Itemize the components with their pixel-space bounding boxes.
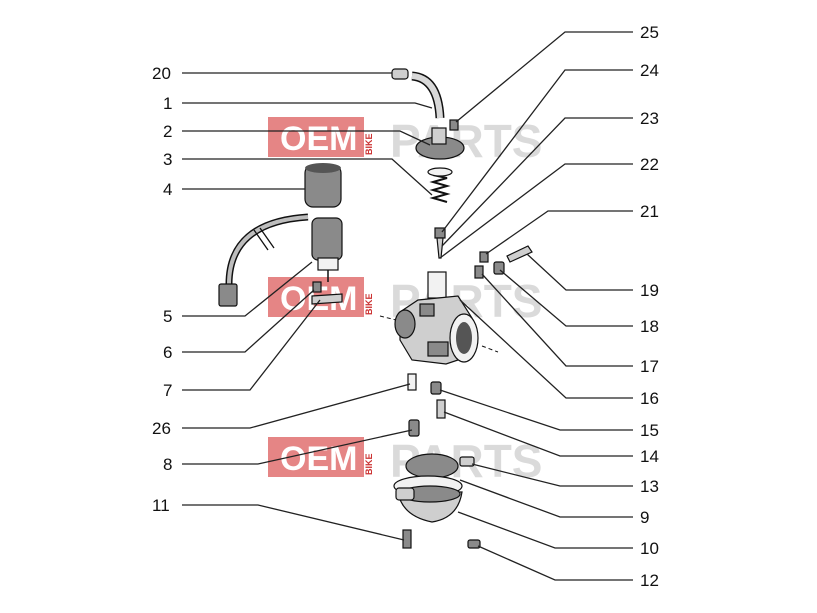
callout-22: 22	[640, 155, 659, 174]
part-17-jet	[474, 265, 484, 279]
callout-3: 3	[163, 150, 172, 169]
callout-9: 9	[640, 508, 649, 527]
callout-11: 11	[152, 496, 170, 515]
watermark-parts-text: PARTS	[390, 115, 543, 167]
part-15-jet-holder	[430, 381, 442, 395]
callout-7: 7	[163, 381, 172, 400]
part-11-screw	[402, 529, 412, 549]
part-2-cap	[415, 127, 465, 160]
watermark-oem-text: OEM	[280, 120, 357, 158]
leader-lines	[182, 31, 633, 581]
callout-12: 12	[640, 571, 659, 590]
watermark-bike-text: BIKE	[364, 293, 374, 315]
callout-21: 21	[640, 202, 659, 221]
watermark-top: OEM BIKE PARTS	[268, 115, 543, 167]
callout-10: 10	[640, 539, 659, 558]
callout-14: 14	[640, 447, 659, 466]
callout-19: 19	[640, 281, 659, 300]
callout-20: 20	[152, 64, 171, 83]
callout-4: 4	[163, 180, 172, 199]
callout-17: 17	[640, 357, 659, 376]
callout-24: 24	[640, 61, 659, 80]
part-3-spring	[427, 167, 453, 203]
callout-23: 23	[640, 109, 659, 128]
part-8-screw	[408, 419, 420, 437]
callout-6: 6	[163, 343, 172, 362]
part-5-starter	[218, 213, 343, 307]
callout-2: 2	[163, 122, 172, 141]
part-1-tube	[411, 71, 445, 119]
callout-15: 15	[640, 421, 659, 440]
watermark-bike-text: BIKE	[364, 453, 374, 475]
part-13-float	[405, 453, 475, 479]
callout-5: 5	[163, 307, 172, 326]
callout-18: 18	[640, 317, 659, 336]
callout-labels: 20 1 2 3 4 5 6 7 26 8 11 25 24 23 22 21 …	[152, 23, 659, 590]
part-7-clip	[311, 293, 343, 305]
callout-8: 8	[163, 455, 172, 474]
part-12-screw	[467, 539, 481, 549]
part-20-fitting	[391, 68, 409, 80]
callout-25: 25	[640, 23, 659, 42]
part-10-float-bowl	[395, 485, 463, 523]
part-22-needle	[436, 237, 444, 259]
watermark-oem-text: OEM	[280, 440, 357, 478]
carburetor-body	[379, 271, 499, 365]
part-21-screw	[479, 251, 489, 263]
watermark-bike-text: BIKE	[364, 133, 374, 155]
callout-16: 16	[640, 389, 659, 408]
part-26-jet	[407, 373, 417, 391]
part-25-screw	[449, 119, 459, 131]
callout-1: 1	[163, 94, 172, 113]
part-4-rubber-cap	[304, 163, 342, 208]
callout-13: 13	[640, 477, 659, 496]
part-6-bracket	[312, 281, 322, 293]
part-19-screw	[506, 245, 533, 263]
part-14-main-jet	[436, 399, 446, 419]
callout-26: 26	[152, 419, 171, 438]
